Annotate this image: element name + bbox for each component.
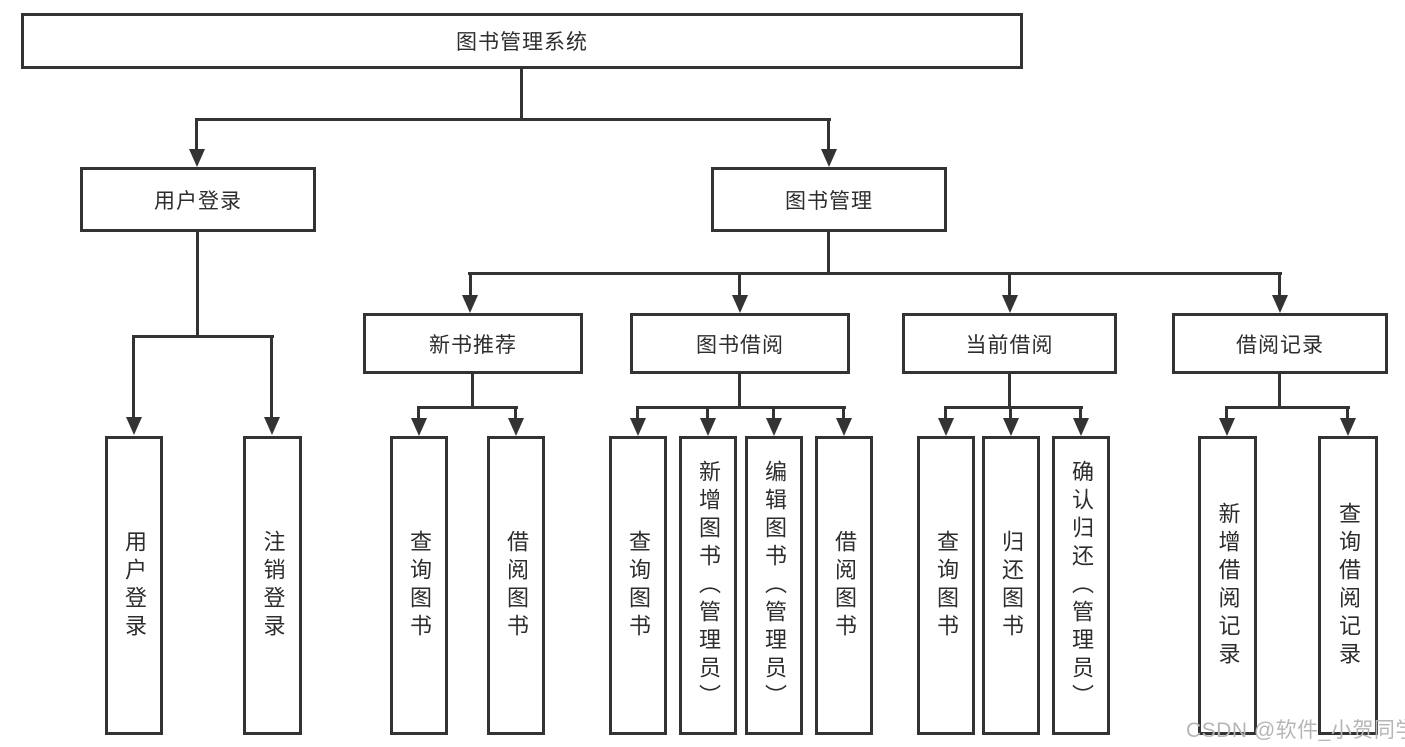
leaf-add-borrow-record-label: 新增借阅记录 [1215, 501, 1241, 670]
leaf-query-books-recommend: 查询图书 [390, 436, 448, 735]
arrowhead-down-icon [126, 417, 142, 435]
connector-leaf-shaft [842, 406, 845, 420]
arrowhead-down-icon [1003, 418, 1019, 436]
node-current-borrow: 当前借阅 [902, 313, 1117, 374]
arrowhead-down-icon [1272, 295, 1288, 313]
leaf-confirm-return-admin-label: 确认归还（管理员） [1069, 459, 1094, 712]
csdn-watermark: CSDN @软件_小贺同学 [1186, 719, 1405, 742]
arrowhead-down-icon [411, 418, 427, 436]
leaf-logout-label: 注销登录 [260, 529, 286, 642]
arrowhead-down-icon [700, 418, 716, 436]
node-borrow-records: 借阅记录 [1172, 313, 1388, 374]
arrowhead-down-icon [836, 418, 852, 436]
connector-book-borrow-stem [738, 374, 741, 409]
node-current-borrow-label: 当前借阅 [965, 333, 1054, 357]
arrowhead-down-icon [462, 295, 478, 313]
arrowhead-down-icon [732, 295, 748, 313]
node-book-management: 图书管理 [711, 167, 947, 232]
arrowhead-down-icon [1002, 295, 1018, 313]
connector-leaf-shaft [1079, 406, 1082, 420]
node-root-book-management-system: 图书管理系统 [21, 13, 1023, 69]
arrowhead-down-icon [1340, 418, 1356, 436]
leaf-logout: 注销登录 [243, 436, 302, 735]
connector-leaf-shaft [1225, 406, 1228, 420]
arrowhead-down-icon [821, 149, 837, 167]
node-borrow-records-label: 借阅记录 [1236, 333, 1324, 357]
connector-leaf-shaft [636, 406, 639, 420]
arrowhead-down-icon [189, 149, 205, 167]
connector-root-stem [520, 69, 523, 118]
connector-to-new-book-recommend [469, 272, 472, 297]
connector-user-login-stem [196, 232, 199, 338]
connector-leaf-shaft [1009, 406, 1012, 420]
node-book-borrow: 图书借阅 [630, 313, 850, 374]
arrowhead-down-icon [766, 418, 782, 436]
node-new-book-recommend-label: 新书推荐 [429, 333, 517, 357]
arrowhead-down-icon [938, 418, 954, 436]
connector-current-borrow-rail [944, 406, 1083, 409]
connector-book-management-stem [827, 232, 830, 275]
arrowhead-down-icon [508, 418, 524, 436]
leaf-add-book-admin-label: 新增图书（管理员） [696, 459, 721, 712]
connector-leaf-shaft [944, 406, 947, 420]
connector-book-borrow-rail [636, 406, 846, 409]
leaf-edit-book-admin-label: 编辑图书（管理员） [762, 459, 787, 712]
connector-leaf-shaft [1346, 406, 1349, 420]
node-user-login-label: 用户登录 [154, 189, 242, 213]
connector-borrow-records-rail [1225, 406, 1350, 409]
connector-level2-rail [195, 118, 831, 121]
connector-borrow-records-stem [1278, 374, 1281, 409]
connector-to-user-login [195, 118, 198, 151]
leaf-user-login: 用户登录 [105, 436, 163, 735]
leaf-edit-book-admin: 编辑图书（管理员） [745, 436, 803, 735]
connector-to-leaf-logout [270, 335, 273, 418]
leaf-query-books-borrow: 查询图书 [609, 436, 667, 735]
node-book-management-label: 图书管理 [785, 189, 873, 213]
leaf-query-books-current: 查询图书 [917, 436, 975, 735]
leaf-user-login-label: 用户登录 [122, 529, 147, 642]
leaf-query-books-borrow-label: 查询图书 [626, 529, 651, 642]
connector-to-book-borrow [738, 272, 741, 297]
leaf-return-book: 归还图书 [982, 436, 1040, 735]
leaf-return-book-label: 归还图书 [999, 529, 1024, 642]
node-book-borrow-label: 图书借阅 [696, 333, 784, 357]
connector-leaf-shaft [514, 406, 517, 420]
arrowhead-down-icon [264, 417, 280, 435]
connector-user-login-rail [132, 335, 274, 338]
connector-to-borrow-records [1278, 272, 1281, 297]
leaf-add-book-admin: 新增图书（管理员） [679, 436, 737, 735]
connector-to-current-borrow [1008, 272, 1011, 297]
leaf-query-borrow-record: 查询借阅记录 [1318, 436, 1378, 735]
connector-leaf-shaft [772, 406, 775, 420]
connector-to-book-management [827, 118, 830, 151]
leaf-query-books-current-label: 查询图书 [934, 529, 959, 642]
connector-current-borrow-stem [1008, 374, 1011, 409]
connector-leaf-shaft [706, 406, 709, 420]
leaf-confirm-return-admin: 确认归还（管理员） [1052, 436, 1110, 735]
leaf-add-borrow-record: 新增借阅记录 [1198, 436, 1257, 735]
connector-new-book-rail [417, 406, 518, 409]
arrowhead-down-icon [1219, 418, 1235, 436]
node-user-login: 用户登录 [80, 167, 316, 232]
leaf-borrow-books-borrow-label: 借阅图书 [832, 529, 857, 642]
arrowhead-down-icon [1073, 418, 1089, 436]
node-root-label: 图书管理系统 [456, 31, 588, 54]
connector-new-book-stem [471, 374, 474, 409]
leaf-query-borrow-record-label: 查询借阅记录 [1336, 501, 1361, 670]
connector-to-leaf-user-login [132, 335, 135, 418]
connector-leaf-shaft [417, 406, 420, 420]
leaf-query-books-recommend-label: 查询图书 [407, 529, 432, 642]
arrowhead-down-icon [630, 418, 646, 436]
node-new-book-recommend: 新书推荐 [363, 313, 583, 374]
leaf-borrow-books-recommend: 借阅图书 [487, 436, 545, 735]
leaf-borrow-books-recommend-label: 借阅图书 [504, 529, 529, 642]
connector-level3-rail [468, 272, 1282, 275]
leaf-borrow-books-borrow: 借阅图书 [815, 436, 873, 735]
